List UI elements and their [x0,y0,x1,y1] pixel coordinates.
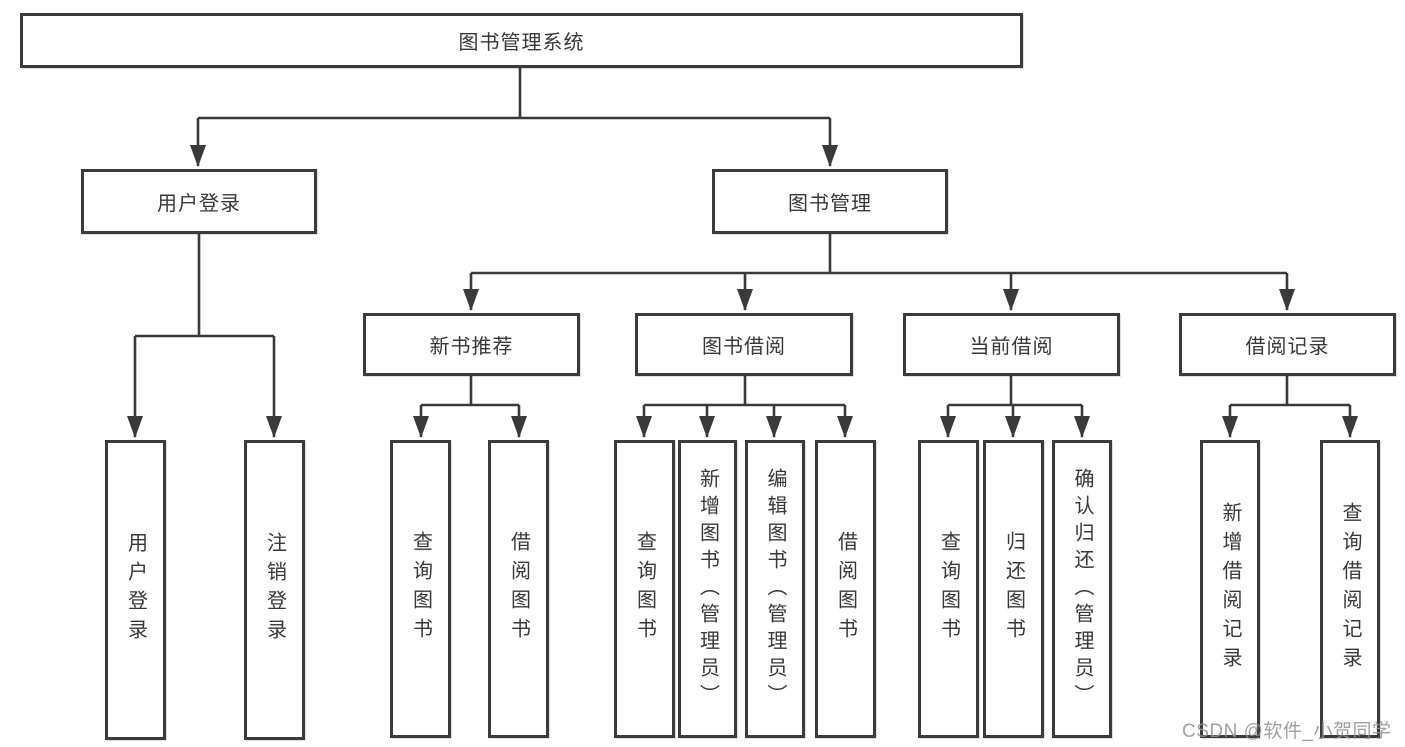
leaf-cb-query-books: 查询图书 [918,440,979,738]
leaf-cb-confirm-return-admin: 确认归还（管理员） [1052,440,1112,738]
node-root-title: 图书管理系统 [20,13,1023,68]
node-new-book-recommend: 新书推荐 [363,313,580,376]
node-current-borrowing: 当前借阅 [903,313,1120,376]
leaf-br-query-record: 查询借阅记录 [1320,440,1380,738]
node-book-borrowing: 图书借阅 [635,313,853,376]
node-borrow-records: 借阅记录 [1179,313,1396,376]
leaf-bb-edit-books-admin: 编辑图书（管理员） [745,440,805,738]
csdn-watermark: CSDN @软件_小贺同学 [1182,721,1392,742]
node-book-mgmt: 图书管理 [712,169,948,234]
leaf-cb-return-books: 归还图书 [983,440,1044,738]
leaf-nb-borrow-books: 借阅图书 [488,440,549,738]
node-user-login: 用户登录 [81,169,317,234]
leaf-user-login: 用户登录 [105,440,166,740]
leaf-bb-query-books: 查询图书 [614,440,675,738]
leaf-bb-add-books-admin: 新增图书（管理员） [678,440,737,738]
leaf-logout: 注销登录 [244,440,305,740]
leaf-bb-borrow-books: 借阅图书 [815,440,876,738]
leaf-br-add-record: 新增借阅记录 [1200,440,1260,738]
leaf-nb-query-books: 查询图书 [390,440,451,738]
